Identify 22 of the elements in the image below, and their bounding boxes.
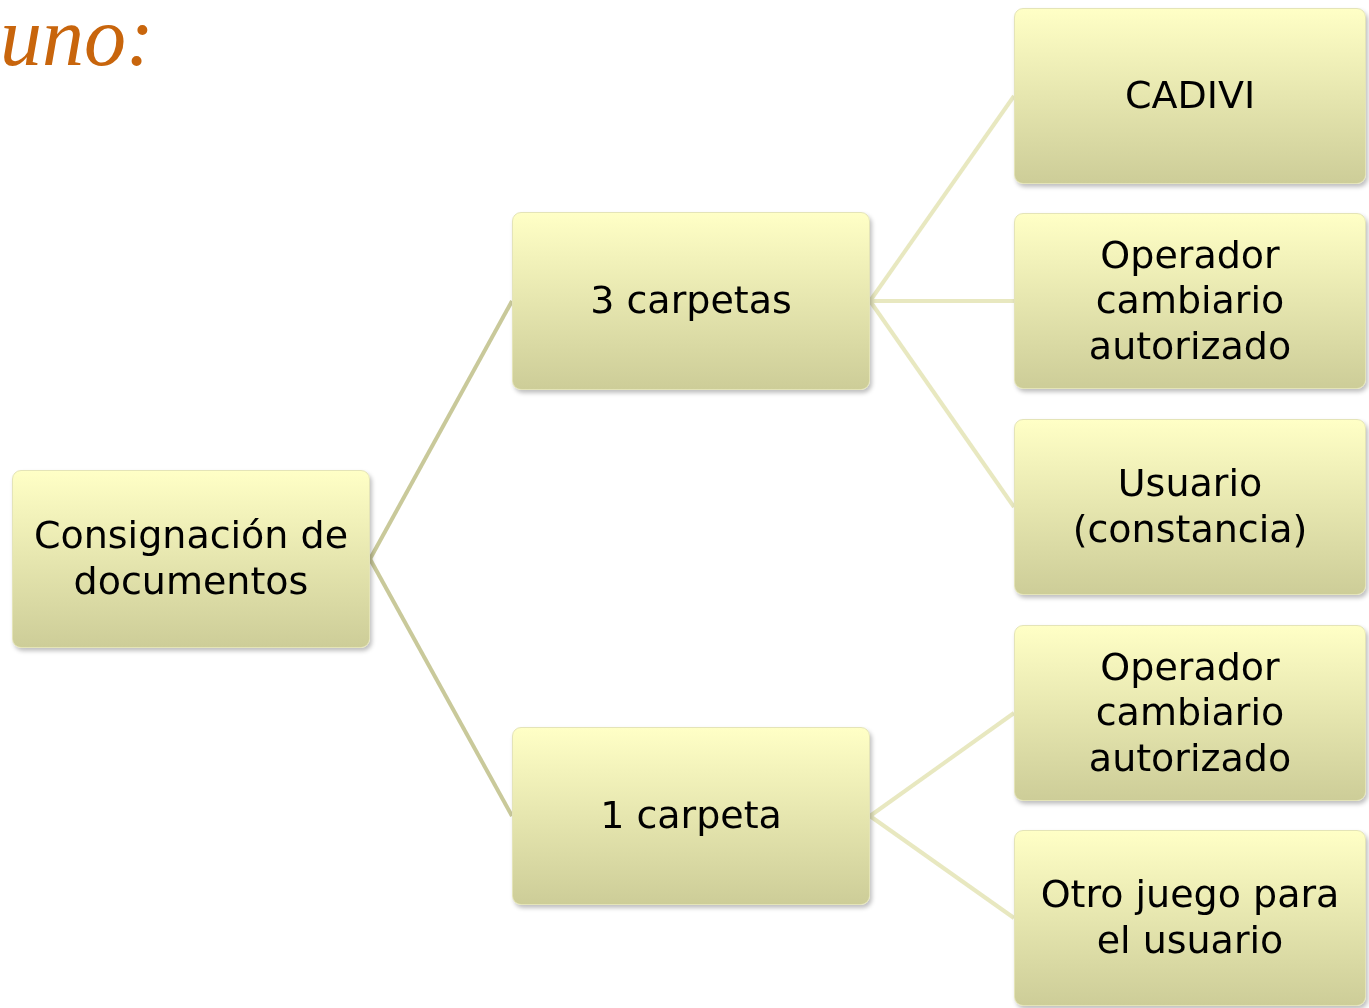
box-label: Otro juego para el usuario [1039,872,1341,964]
process-box [1014,419,1366,595]
box-label: Usuario (constancia) [1071,461,1309,553]
connector-line [368,300,514,560]
process-box [1014,830,1366,1006]
box-label: 3 carpetas [590,278,792,324]
connector-line [870,299,1014,303]
box-label: Operador cambiario autorizado [1087,644,1293,782]
connector-line [368,558,514,817]
process-box [512,212,870,390]
process-box [1014,625,1366,801]
connector-line [868,711,1016,818]
process-box [1014,213,1366,389]
connector-line [868,814,1016,920]
box-label: Operador cambiario autorizado [1087,232,1293,370]
process-box [512,727,870,905]
box-label: Consignación de documentos [32,513,350,605]
process-box [1014,8,1366,184]
box-label: CADIVI [1124,73,1256,119]
box-label: 1 carpeta [600,793,782,839]
slide-title: uno: [0,0,154,85]
process-box [12,470,370,648]
